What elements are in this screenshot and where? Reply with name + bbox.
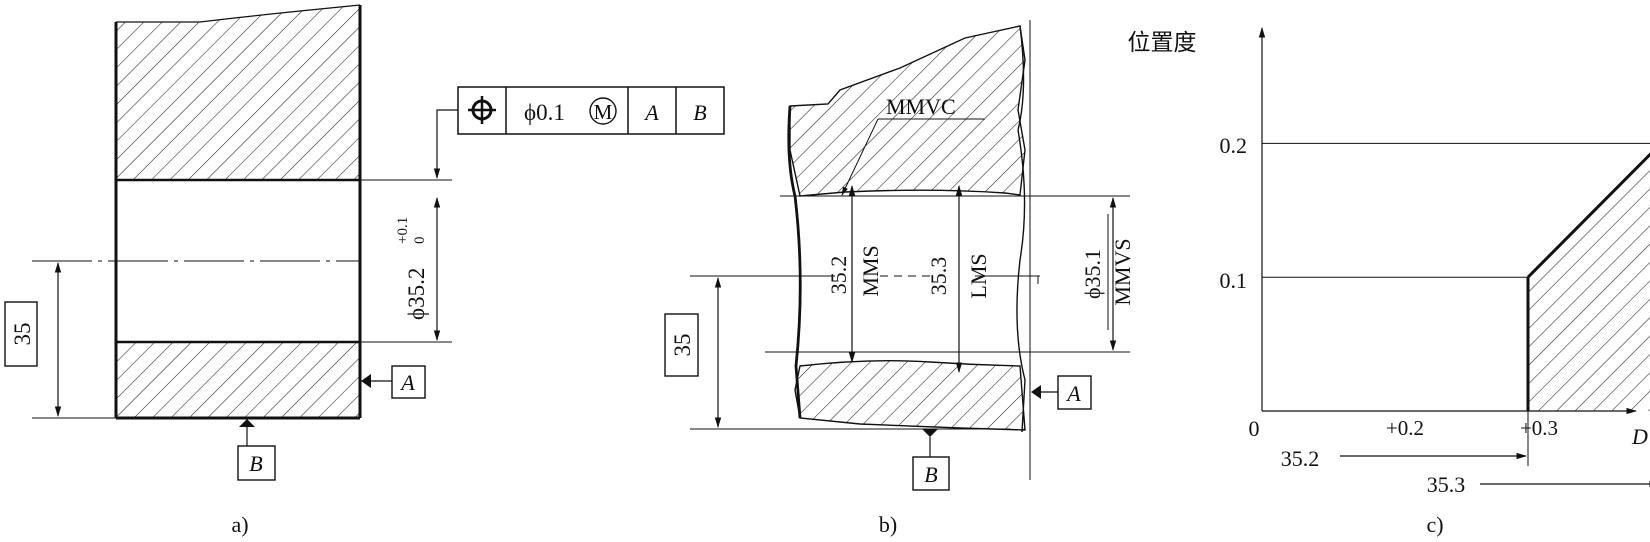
height-label-a: 35 xyxy=(10,323,35,346)
mmc-modifier-letter: M xyxy=(594,100,613,124)
x-axis-label: D xyxy=(1631,424,1648,449)
y-axis-label: 位置度 xyxy=(1128,30,1197,56)
datum-b-label-b: B xyxy=(924,462,937,487)
datum-ref-a: A xyxy=(643,100,659,125)
tolerance-chart xyxy=(1258,26,1650,488)
height-box-a xyxy=(4,301,38,367)
mmc-modifier-icon xyxy=(589,97,617,125)
height-box-b xyxy=(664,313,699,377)
y-tick-0-1: 0.1 xyxy=(1220,268,1248,293)
datum-b-box-b xyxy=(912,456,950,491)
mms-value: 35.2 xyxy=(826,256,851,295)
mmvs-value: ϕ35.1 xyxy=(1080,249,1105,299)
datum-a-label-b: A xyxy=(1065,381,1081,406)
material-top-a xyxy=(116,5,360,180)
material-bottom-b xyxy=(794,359,1026,431)
caption-c: c) xyxy=(1426,512,1443,537)
region-edge-slope xyxy=(1526,152,1650,279)
x-tick-plus-0-2: +0.2 xyxy=(1386,416,1424,440)
datum-b-box xyxy=(237,445,276,481)
lower-size-label: 35.2 xyxy=(1281,446,1320,471)
x-tick-plus-0-3: +0.3 xyxy=(1520,416,1558,440)
tolerance-lower: 0 xyxy=(412,237,428,245)
tolerance-upper: +0.1 xyxy=(395,217,411,244)
datum-a-box-b xyxy=(1057,375,1092,410)
datum-a-box xyxy=(391,365,426,399)
caption-b: b) xyxy=(879,512,897,537)
panel-c: 位置度 D 0 0.2 0.1 +0.2 +0.3 35.2 35.3 c) xyxy=(1128,26,1650,537)
panel-b: MMVC 35.2 MMS 35.3 LMS ϕ35.1 MMVS 35 A B… xyxy=(664,20,1135,537)
upper-size-label: 35.3 xyxy=(1427,472,1466,497)
height-label-b: 35 xyxy=(670,334,695,357)
caption-a: a) xyxy=(231,512,248,537)
lms-label: LMS xyxy=(966,253,991,298)
material-bottom-a xyxy=(116,342,360,418)
feature-control-frame: ϕ0.1 M A B xyxy=(457,86,725,135)
position-symbol-icon xyxy=(468,96,496,124)
tolerance-region xyxy=(1528,154,1650,411)
origin-label: 0 xyxy=(1249,416,1260,441)
tolerance-value: ϕ0.1 xyxy=(524,100,565,125)
mmvc-label: MMVC xyxy=(886,94,956,119)
datum-b-label: B xyxy=(249,451,262,476)
datum-a-label: A xyxy=(399,370,415,395)
panel-a: ϕ0.1 M A B ϕ35.2 +0.1 0 35 A B a xyxy=(4,4,725,537)
mms-label: MMS xyxy=(858,245,883,296)
lms-value: 35.3 xyxy=(926,257,951,296)
mmvs-label: MMVS xyxy=(1110,238,1135,305)
diameter-label-a: ϕ35.2 xyxy=(404,268,429,320)
y-tick-0-2: 0.2 xyxy=(1220,133,1248,158)
datum-ref-b: B xyxy=(693,100,706,125)
